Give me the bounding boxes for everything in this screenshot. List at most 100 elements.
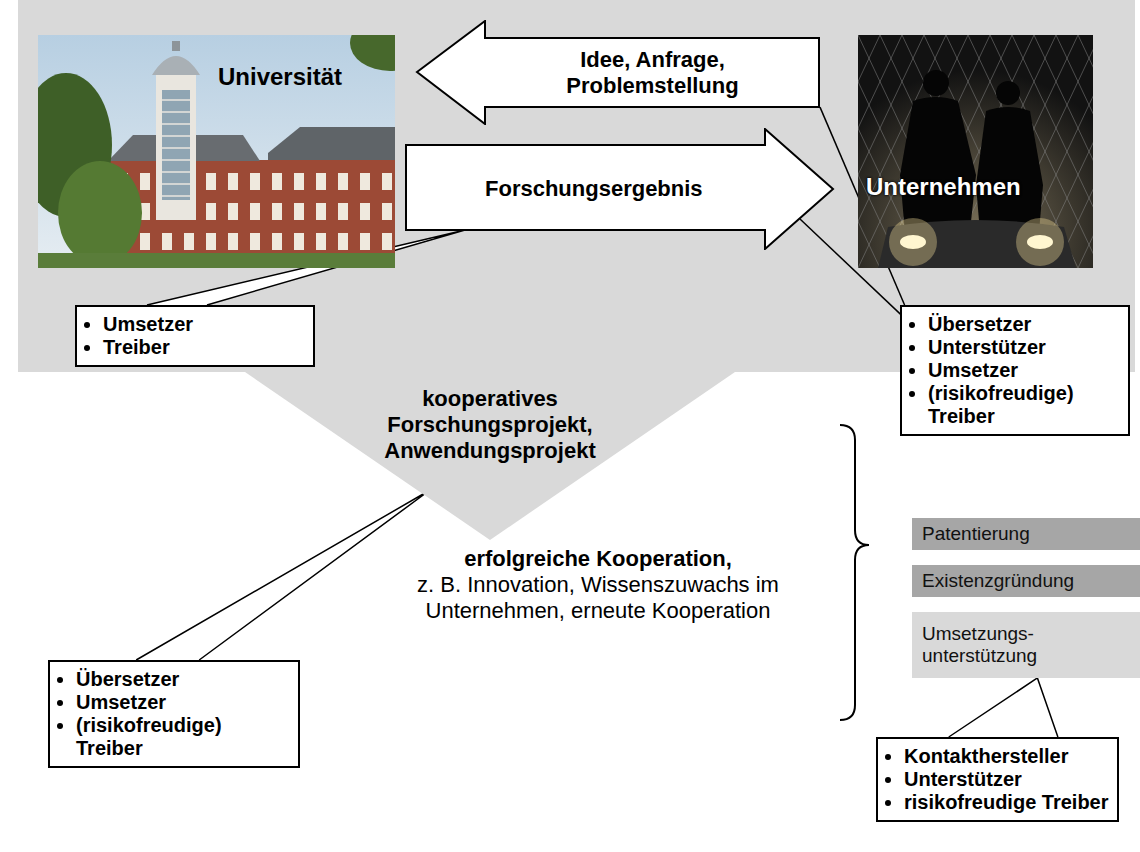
option-label: Patentierung: [922, 523, 1030, 545]
option-box: Umsetzungs- unterstützung: [912, 612, 1140, 678]
role-item: Umsetzer: [103, 313, 305, 336]
glass-frame: [162, 195, 190, 197]
dark-ground: [858, 35, 1093, 268]
window: [272, 203, 282, 220]
role-item: Umsetzer: [928, 359, 1120, 382]
window: [250, 203, 260, 220]
result-heading: erfolgreiche Kooperation,: [388, 546, 808, 572]
window: [206, 203, 216, 220]
window: [338, 173, 348, 190]
photo-university: Universität: [38, 35, 395, 268]
window: [382, 203, 392, 220]
block-arrow-left: Idee, Anfrage, Problemstellung: [415, 20, 820, 125]
role-item: (risikofreudige) Treiber: [76, 714, 290, 760]
glass-frame: [162, 123, 190, 125]
photo-caption: Unternehmen: [866, 173, 1093, 201]
text-holder: Idee, Anfrage, Problemstellung: [553, 47, 753, 99]
role-item: Übersetzer: [928, 313, 1120, 336]
arrow-outline: [406, 129, 833, 249]
photo-caption: Universität: [218, 63, 395, 91]
dome: [152, 56, 200, 75]
grey-panel: [18, 0, 1135, 372]
text-holder: Patentierung: [922, 523, 1030, 545]
dome-top: [172, 41, 180, 51]
window: [294, 173, 304, 190]
glass-frame: [162, 99, 190, 101]
window: [206, 233, 216, 250]
window: [360, 173, 370, 190]
arrow-label: Forschungsergebnis: [485, 176, 685, 202]
option-label: Umsetzungs- unterstützung: [922, 623, 1130, 667]
role-item: Unterstützer: [928, 336, 1120, 359]
leader-connector: [949, 678, 1058, 737]
role-item: Kontakthersteller: [904, 745, 1109, 768]
glass-frame: [162, 183, 190, 185]
headlight: [900, 235, 926, 249]
window: [382, 173, 392, 190]
role-list: ÜbersetzerUnterstützerUmsetzer(risikofre…: [906, 313, 1120, 428]
tree: [58, 161, 142, 265]
glass-frame: [162, 135, 190, 137]
glass-frame: [162, 171, 190, 173]
role-callout: UmsetzerTreiber: [75, 305, 315, 367]
window: [360, 203, 370, 220]
window: [250, 233, 260, 250]
tower-glass: [162, 90, 190, 200]
window: [382, 233, 392, 250]
role-item: Übersetzer: [76, 668, 290, 691]
window: [316, 203, 326, 220]
headlight-glow: [1016, 218, 1064, 266]
window: [294, 233, 304, 250]
roof: [268, 127, 395, 165]
text-holder: Umsetzungs- unterstützung: [922, 623, 1130, 667]
block-arrow-right: Forschungsergebnis: [405, 128, 835, 250]
curly-bracket: [840, 425, 869, 720]
hedge: [38, 253, 395, 268]
head: [996, 81, 1020, 105]
role-callout: ÜbersetzerUnterstützerUmsetzer(risikofre…: [900, 305, 1130, 436]
window: [316, 233, 326, 250]
text-holder: Unternehmen: [866, 173, 1093, 201]
project-chevron: kooperatives Forschungsprojekt, Anwendun…: [245, 372, 735, 540]
fence-wire: [1078, 35, 1093, 268]
window: [294, 203, 304, 220]
chevron-arrow: [245, 372, 735, 540]
text-holder: kooperatives Forschungsprojekt, Anwendun…: [380, 386, 600, 464]
role-list: KontaktherstellerUnterstützerrisikofreud…: [882, 745, 1109, 814]
headlight: [1027, 235, 1053, 249]
photo-company: Unternehmen: [858, 35, 1093, 268]
role-list: UmsetzerTreiber: [81, 313, 305, 359]
role-item: risikofreudige Treiber: [904, 791, 1109, 814]
window: [140, 173, 150, 190]
window: [316, 173, 326, 190]
window: [338, 203, 348, 220]
window: [272, 233, 282, 250]
window: [140, 233, 150, 250]
role-list: ÜbersetzerUmsetzer(risikofreudige) Treib…: [54, 668, 290, 760]
role-item: (risikofreudige) Treiber: [928, 382, 1120, 428]
role-callout: ÜbersetzerUmsetzer(risikofreudige) Treib…: [48, 660, 300, 768]
leader-connector: [136, 490, 430, 660]
window: [272, 173, 282, 190]
window: [360, 233, 370, 250]
tower: [156, 70, 196, 220]
headlight-glow: [889, 218, 937, 266]
glass-frame: [162, 159, 190, 161]
arrow-outline: [417, 21, 819, 124]
option-label: Existenzgründung: [922, 570, 1074, 592]
role-item: Unterstützer: [904, 768, 1109, 791]
window: [206, 173, 216, 190]
brick-wall: [108, 160, 395, 268]
role-item: Umsetzer: [76, 691, 290, 714]
role-callout: KontaktherstellerUnterstützerrisikofreud…: [876, 737, 1119, 822]
head: [923, 70, 949, 96]
window: [228, 203, 238, 220]
arrow-label: Idee, Anfrage, Problemstellung: [553, 47, 753, 99]
tree: [350, 35, 395, 71]
fence-wire: [1078, 35, 1093, 268]
result-text-block: erfolgreiche Kooperation,z. B. Innovatio…: [388, 546, 808, 624]
glass-frame: [162, 147, 190, 149]
result-text: z. B. Innovation, Wissenszuwachs im Unte…: [388, 572, 808, 624]
